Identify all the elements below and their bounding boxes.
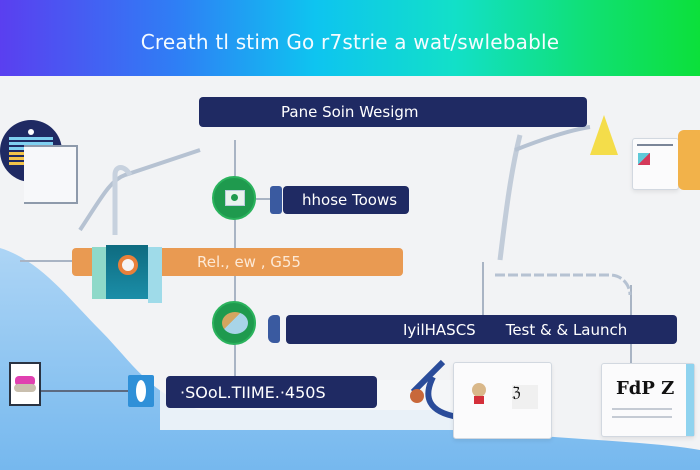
step-bar-schedule-time[interactable]: ·SOoL.TIIME.·450S xyxy=(166,376,377,408)
document-card xyxy=(632,138,679,190)
choose-tools-node[interactable] xyxy=(212,176,256,220)
step-label: Rel., ew , G55 xyxy=(197,253,301,271)
screen-icon xyxy=(225,190,245,206)
test-launch-node[interactable] xyxy=(212,301,256,345)
orange-panel xyxy=(678,130,700,190)
person-figure-illustration xyxy=(403,352,463,422)
device-illustration xyxy=(92,245,162,303)
step-label: Pane Soin Wesigm xyxy=(281,103,419,121)
trophy-icon xyxy=(472,383,486,397)
connector-line xyxy=(20,260,75,262)
bar-cap xyxy=(270,186,282,214)
step-bar-plan-design[interactable]: Pane Soin Wesigm xyxy=(199,97,587,127)
connector-line xyxy=(256,198,270,200)
connector-line xyxy=(40,390,130,392)
bar-cap xyxy=(268,315,280,343)
card-headline: FdP Z xyxy=(616,378,675,399)
header-banner: Creath tl stim Go r7strie a wat/swlebabl… xyxy=(0,0,700,76)
step-bar-choose-tools[interactable]: hhose Toows xyxy=(283,186,409,214)
dot-icon xyxy=(28,129,34,135)
preview-card: ℨ xyxy=(453,362,552,439)
cup-icon xyxy=(128,375,154,407)
step-label: ·SOoL.TIIME.·450S xyxy=(180,382,326,402)
page-title: Creath tl stim Go r7strie a wat/swlebabl… xyxy=(140,30,560,54)
step-bar-test-launch[interactable]: IyilHASCS Test & & Launch xyxy=(286,315,677,344)
yellow-flag-icon xyxy=(590,115,618,155)
step-label: Test & & Launch xyxy=(505,320,628,339)
step-label: hhose Toows xyxy=(302,191,398,209)
connector-line xyxy=(234,140,236,330)
image-icon xyxy=(222,312,248,334)
left-printer-icon xyxy=(9,362,41,406)
monitor-stand xyxy=(24,145,78,204)
connector-line xyxy=(234,340,236,380)
step-sublabel: IyilHASCS xyxy=(403,320,476,339)
launch-card: FdP Z xyxy=(601,363,695,437)
connector-line xyxy=(482,262,484,322)
logo-glyph: ℨ xyxy=(512,385,538,409)
